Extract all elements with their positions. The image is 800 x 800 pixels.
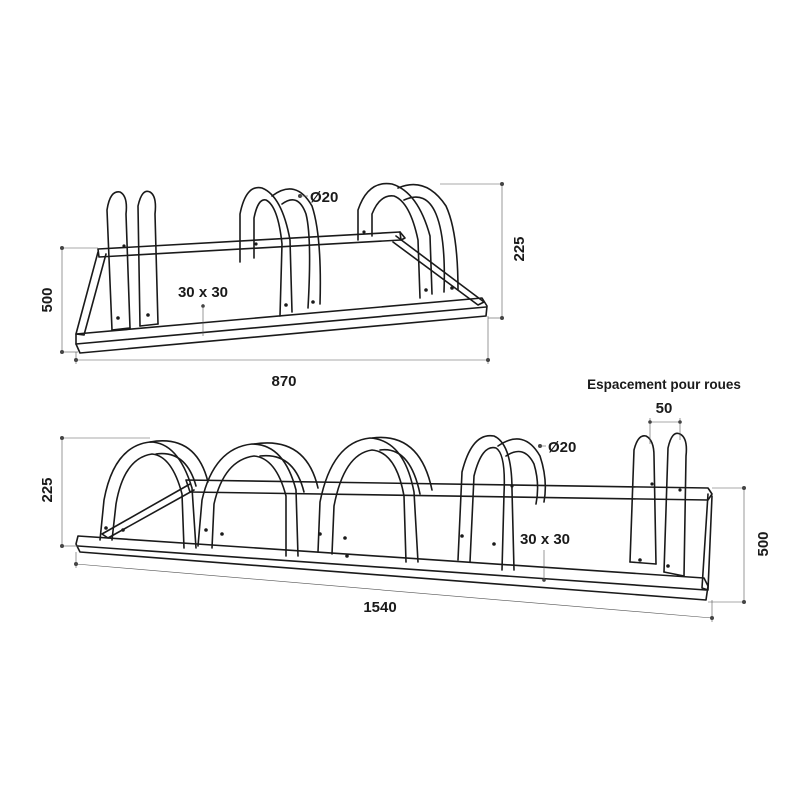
small-rack-frame-section-label: 30 x 30	[178, 284, 228, 301]
large-rack-hoop-3	[317, 436, 433, 563]
large-rack-right-rail	[701, 493, 713, 591]
small-rack-hoop-3	[357, 182, 459, 299]
small-rack-end-cap	[399, 231, 406, 241]
large-rack-width-label: 1540	[363, 599, 396, 616]
small-rack-tube-diameter-label: Ø20	[310, 189, 338, 206]
small-rack-hoop-2	[239, 186, 322, 317]
wheel-spacing-value: 50	[656, 400, 673, 417]
large-rack-width-dim-line	[75, 563, 713, 619]
small-rack-hoop-1	[106, 190, 159, 331]
large-rack-tube-diameter-label: Ø20	[548, 439, 576, 456]
small-rack-left-rail	[75, 251, 107, 336]
large-rack-back-rail	[185, 479, 713, 501]
large-rack-height-label: 225	[39, 477, 56, 502]
large-bike-rack: 225 500 1540 Ø20 30 x 30 Espacement pour…	[39, 377, 772, 622]
small-rack-depth-label: 500	[39, 287, 56, 312]
large-rack-hoop-1	[99, 440, 209, 549]
small-rack-back-rail	[97, 231, 402, 258]
large-rack-frame-section-label: 30 x 30	[520, 531, 570, 548]
large-rack-hoop-2	[197, 442, 319, 557]
large-rack-left-rail	[101, 483, 195, 539]
wheel-spacing-caption: Espacement pour roues	[587, 377, 741, 392]
large-rack-hoop-5	[629, 432, 688, 577]
large-rack-hoop-4	[457, 434, 547, 571]
large-rack-front-rail	[75, 535, 709, 601]
large-rack-depth-label: 500	[755, 531, 772, 556]
small-bike-rack: 225 500 870 Ø20 30 x 30	[39, 182, 528, 390]
small-rack-height-label: 225	[511, 236, 528, 261]
small-rack-width-label: 870	[271, 373, 296, 390]
large-rack-front-rail-edge	[77, 545, 707, 591]
small-rack-front-rail-edge	[75, 306, 487, 345]
small-rack-right-rail	[392, 235, 485, 306]
